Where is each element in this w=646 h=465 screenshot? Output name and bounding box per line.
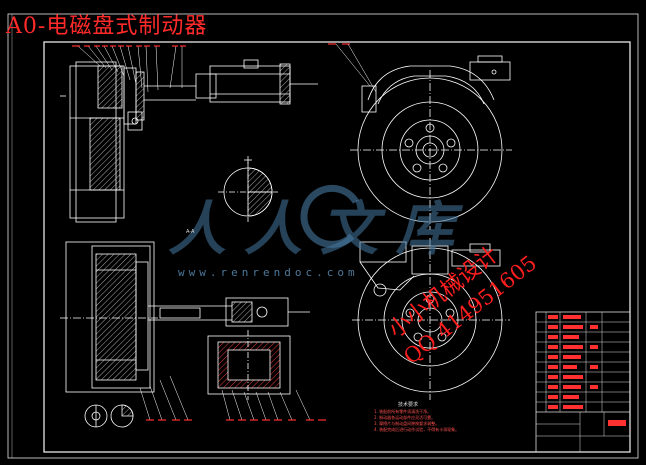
gauge-details xyxy=(84,404,134,428)
section-label: A-A xyxy=(186,229,195,235)
front-view-top xyxy=(350,55,512,230)
watermark-logo-text: 人人文库 xyxy=(168,195,473,263)
front-view-bottom xyxy=(352,238,510,400)
section-view-bottom xyxy=(60,241,310,393)
note-line: 1. 装配前所有零件须清洗干净。 xyxy=(374,409,432,414)
watermark-ring xyxy=(300,184,359,248)
section-circle-view xyxy=(218,156,278,222)
drawing-title: A0-电磁盘式制动器 xyxy=(6,14,208,39)
leader-lines-bottom xyxy=(139,375,311,421)
note-line: 3. 摩擦片与制动盘间隙按要求调整。 xyxy=(374,421,440,426)
title-block-entries xyxy=(548,315,626,426)
leader-lines-top-left xyxy=(77,45,183,93)
watermark-url: www.renrendoc.com xyxy=(178,266,359,279)
side-view-top xyxy=(60,59,318,223)
title-block xyxy=(535,311,631,453)
leader-lines-top-right xyxy=(335,43,377,93)
technical-requirements-heading: 技术要求 xyxy=(398,402,419,408)
note-line: 4. 装配完成后进行动作试验，不得有卡滞现象。 xyxy=(374,427,460,432)
note-line: 2. 制动器各运动部件应灵活可靠。 xyxy=(374,415,436,420)
coil-housing-section xyxy=(207,330,291,400)
leader-tags-top-left xyxy=(72,43,350,47)
sheet-frame xyxy=(7,13,639,459)
